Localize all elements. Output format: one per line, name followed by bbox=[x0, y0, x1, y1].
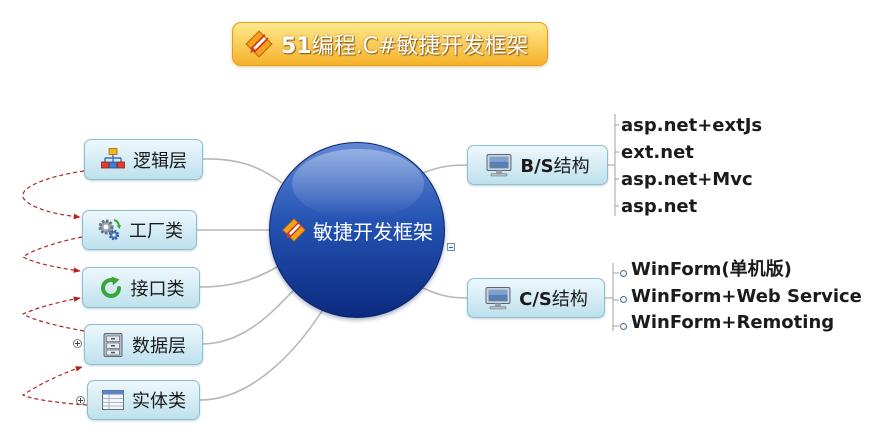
subtopic-item[interactable]: ext.net bbox=[621, 142, 694, 163]
computer-icon bbox=[485, 287, 511, 310]
central-topic[interactable]: 敏捷开发框架 bbox=[269, 142, 445, 318]
pencil-arrow-icon bbox=[245, 30, 273, 58]
topic-interface-class[interactable]: 接口类 bbox=[82, 267, 200, 308]
subtopic-item[interactable]: WinForm(单机版) bbox=[631, 259, 792, 280]
subtopic-bracket bbox=[608, 114, 619, 216]
topic-bs-architecture[interactable]: B/S结构 bbox=[467, 145, 608, 185]
subtopic-item[interactable]: asp.net bbox=[621, 196, 698, 217]
subtopic-item[interactable]: asp.net+extJs bbox=[621, 115, 763, 136]
topic-data-layer[interactable]: 数据层 bbox=[84, 324, 203, 365]
topic-label: 逻辑层 bbox=[133, 150, 187, 172]
expand-toggle[interactable] bbox=[73, 339, 82, 348]
topic-label-suffix: 结构 bbox=[553, 156, 590, 177]
connector-line bbox=[202, 158, 283, 184]
map-title[interactable]: 51编程.C#敏捷开发框架 bbox=[232, 22, 548, 66]
topic-label: B/S结构 bbox=[520, 152, 589, 178]
subtopic-item[interactable]: asp.net+Mvc bbox=[621, 169, 753, 190]
refresh-icon bbox=[100, 276, 121, 298]
topic-label: 工厂类 bbox=[129, 221, 183, 242]
connector-line bbox=[422, 164, 468, 174]
subtopic-item[interactable]: WinForm+Web Service bbox=[631, 286, 862, 307]
connector-line bbox=[199, 266, 278, 288]
topic-label: 实体类 bbox=[132, 391, 186, 412]
topic-label-prefix: C/S bbox=[519, 289, 552, 310]
connector-line bbox=[422, 287, 468, 299]
gears-icon bbox=[98, 219, 121, 241]
circle-bullet-icon bbox=[620, 270, 627, 277]
topic-entity-class[interactable]: 实体类 bbox=[87, 380, 200, 420]
topic-label: 接口类 bbox=[130, 278, 185, 300]
title-number: 51 bbox=[281, 34, 312, 59]
relationship-arrow[interactable] bbox=[21, 236, 83, 273]
topic-label-suffix: 结构 bbox=[551, 289, 588, 310]
topic-cs-architecture[interactable]: C/S结构 bbox=[467, 278, 605, 318]
map-title-text: 51编程.C#敏捷开发框架 bbox=[281, 28, 528, 60]
relationship-arrow[interactable] bbox=[21, 366, 88, 406]
subtopic-item[interactable]: WinForm+Remoting bbox=[631, 312, 835, 333]
relationship-arrow[interactable] bbox=[21, 296, 85, 332]
title-label: 编程.C#敏捷开发框架 bbox=[311, 34, 529, 59]
cabinet-icon bbox=[103, 332, 123, 357]
connector-line bbox=[202, 290, 294, 345]
topic-label: C/S结构 bbox=[519, 285, 588, 311]
org-chart-icon bbox=[101, 147, 125, 168]
computer-icon bbox=[486, 154, 512, 177]
topic-label: 数据层 bbox=[132, 335, 186, 357]
topic-logic-layer[interactable]: 逻辑层 bbox=[84, 139, 203, 180]
topic-factory-class[interactable]: 工厂类 bbox=[82, 210, 197, 250]
subtopic-bracket bbox=[605, 263, 619, 331]
circle-bullet-icon bbox=[620, 323, 627, 330]
expand-toggle[interactable] bbox=[76, 396, 85, 405]
relationship-arrow[interactable] bbox=[22, 170, 85, 220]
circle-bullet-icon bbox=[620, 296, 627, 303]
collapse-toggle[interactable] bbox=[447, 243, 455, 251]
central-topic-label: 敏捷开发框架 bbox=[313, 219, 433, 244]
topic-label-prefix: B/S bbox=[520, 156, 554, 177]
connector-line bbox=[199, 310, 323, 401]
table-icon bbox=[102, 390, 124, 410]
pencil-arrow-icon bbox=[282, 218, 306, 242]
